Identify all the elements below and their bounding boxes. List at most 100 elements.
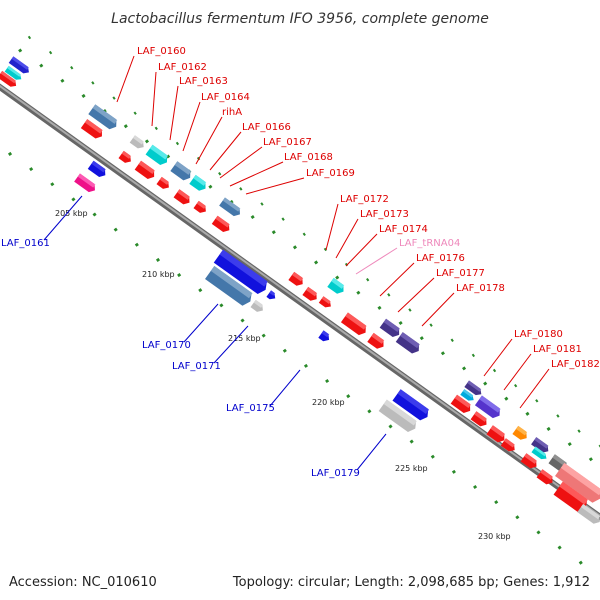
gene-box — [80, 119, 103, 139]
gene-label[interactable]: LAF_0160 — [137, 46, 186, 57]
gene-box — [395, 332, 420, 354]
gene-box-body — [318, 296, 331, 308]
gene-label[interactable]: LAF_0162 — [158, 62, 207, 73]
gene-label[interactable]: LAF_0181 — [533, 344, 582, 355]
gene-label[interactable]: LAF_0182 — [551, 359, 600, 370]
tick-mark — [302, 232, 306, 237]
tick-mark — [123, 124, 128, 129]
gene-label[interactable]: rihA — [222, 107, 242, 118]
tick-mark — [451, 469, 456, 474]
gene-label[interactable]: LAF_0172 — [340, 194, 389, 205]
gene-box — [74, 173, 96, 193]
gene-box — [88, 104, 118, 130]
tick-mark — [50, 182, 55, 187]
gene-label[interactable]: LAF_0179 — [311, 468, 360, 479]
callout-line — [245, 177, 305, 195]
callout-line — [43, 195, 83, 241]
tick-mark — [567, 442, 572, 447]
tick-mark — [429, 323, 433, 327]
gene-box-body — [213, 249, 267, 295]
callout-line — [169, 85, 179, 141]
gene-label[interactable]: LAF_0161 — [1, 238, 50, 249]
gene-label[interactable]: LAF_0176 — [416, 253, 465, 264]
gene-box — [129, 135, 144, 149]
gene-box — [193, 200, 207, 213]
tick-mark — [557, 545, 562, 550]
callout-line — [325, 203, 339, 251]
gene-box — [213, 249, 268, 295]
tick-mark — [303, 363, 309, 368]
callout-line — [213, 325, 249, 364]
callout-line — [219, 146, 263, 179]
callout-lines — [43, 55, 550, 471]
gene-box-highlight — [490, 425, 506, 438]
gene-box-highlight — [454, 394, 471, 409]
callout-line — [421, 292, 455, 327]
gene-box-body — [205, 265, 252, 306]
gene-box — [318, 296, 331, 308]
callout-line — [182, 101, 201, 152]
gene-box-highlight — [371, 332, 385, 344]
gene-label[interactable]: LAF_0167 — [263, 137, 312, 148]
gene-box — [4, 65, 22, 80]
gene-box-highlight — [215, 215, 230, 228]
map-title: Lactobacillus fermentum IFO 3956, comple… — [111, 11, 489, 27]
gene-box — [87, 160, 106, 177]
tick-mark — [292, 245, 297, 250]
tick-mark — [366, 277, 370, 282]
tick-mark — [462, 366, 467, 371]
gene-box-highlight — [7, 65, 21, 77]
gene-label[interactable]: LAF_0175 — [226, 403, 275, 414]
gene-box-body — [512, 425, 527, 440]
gene-box — [500, 438, 515, 452]
gene-features — [0, 56, 600, 524]
gene-box-body — [470, 411, 487, 427]
gene-label[interactable]: LAF_0164 — [201, 92, 250, 103]
callout-line — [397, 277, 435, 313]
gene-box-highlight — [222, 197, 241, 212]
tick-mark — [281, 217, 285, 221]
scale-tick-label: 220 kbp — [312, 398, 345, 407]
gene-box — [250, 299, 264, 312]
gene-box-body — [302, 286, 317, 301]
gene-label[interactable]: LAF_0166 — [242, 122, 291, 133]
tick-mark — [71, 197, 76, 202]
tick-mark — [346, 394, 351, 399]
gene-label[interactable]: LAF_0169 — [306, 168, 355, 179]
tick-mark — [525, 411, 530, 416]
gene-box — [379, 318, 400, 337]
tick-mark — [388, 424, 393, 429]
tick-mark — [536, 530, 541, 535]
tick-mark — [7, 151, 13, 156]
gene-box-highlight — [321, 330, 330, 338]
gene-box-highlight — [0, 70, 17, 84]
gene-box-highlight — [321, 296, 331, 304]
gene-box — [536, 469, 553, 485]
gene-label[interactable]: LAF_0180 — [514, 329, 563, 340]
gene-label[interactable]: LAF_0171 — [172, 361, 221, 372]
gene-label[interactable]: LAF_0177 — [436, 268, 485, 279]
gene-label[interactable]: LAF_0173 — [360, 209, 409, 220]
gene-box — [512, 425, 528, 440]
tick-mark — [577, 429, 581, 433]
gene-label[interactable]: LAF_0163 — [179, 76, 228, 87]
gene-box — [8, 56, 29, 74]
scale-tick-label: 230 kbp — [478, 532, 511, 541]
tick-mark — [70, 66, 74, 70]
gene-label[interactable]: LAF_0168 — [284, 152, 333, 163]
gene-box-body — [219, 197, 240, 217]
gene-label[interactable]: LAF_0174 — [379, 224, 428, 235]
callout-line — [355, 247, 398, 275]
gene-box-body — [87, 160, 106, 177]
tick-mark — [492, 368, 497, 373]
gene-label[interactable]: LAF_0178 — [456, 283, 505, 294]
gene-label[interactable]: LAF_0170 — [142, 340, 191, 351]
gene-label[interactable]: LAF_tRNA04 — [399, 238, 460, 249]
callout-line — [483, 338, 513, 377]
tick-mark — [240, 318, 245, 323]
gene-box-body — [4, 65, 22, 80]
gene-box-highlight — [138, 160, 155, 175]
tick-mark — [154, 126, 158, 131]
gene-box-body — [395, 332, 419, 354]
tick-mark — [588, 457, 593, 462]
